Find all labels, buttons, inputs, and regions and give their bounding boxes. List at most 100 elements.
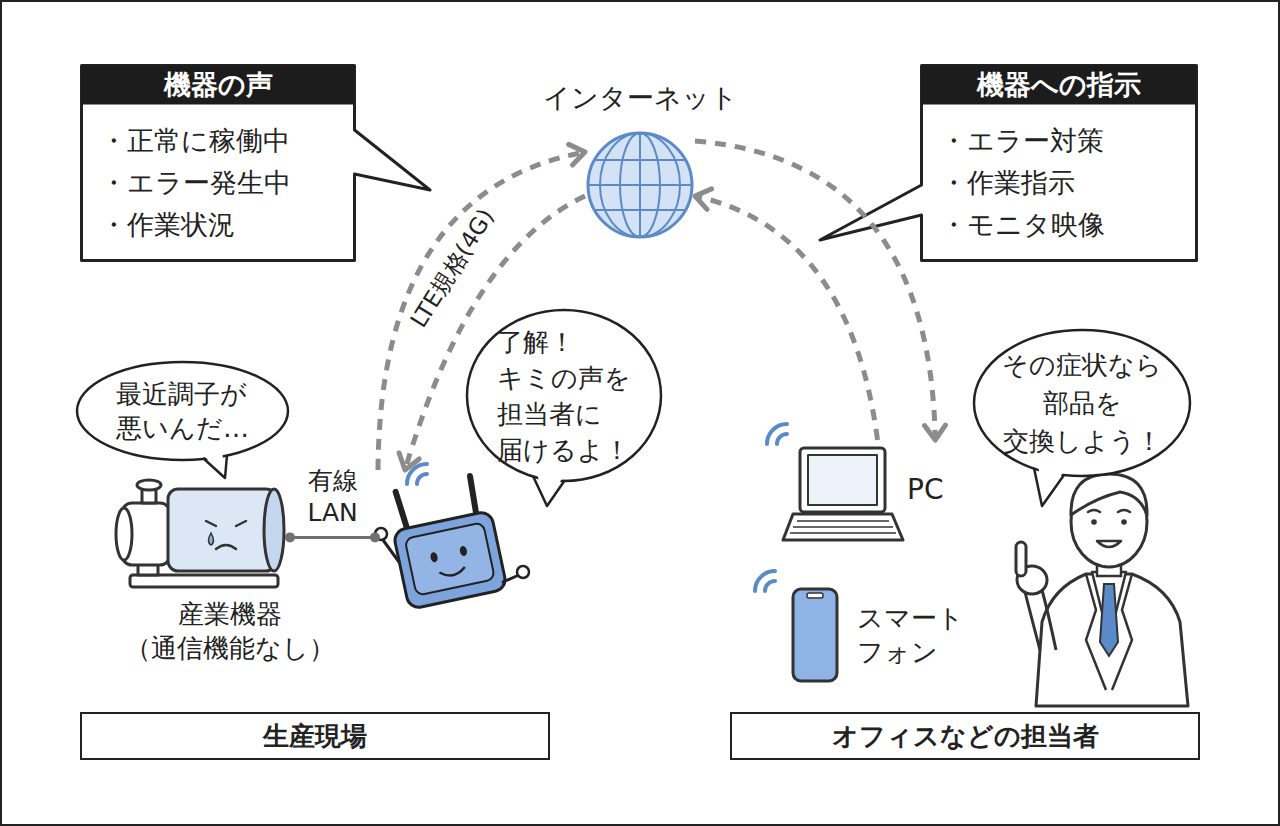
illustration-part xyxy=(755,571,775,591)
speech-text: 了解！ キミの声を 担当者に 届けるよ！ xyxy=(497,324,631,468)
globe-node: インターネット xyxy=(585,130,695,240)
illustration-part xyxy=(1091,519,1097,525)
illustration-part xyxy=(777,434,787,444)
illustration-part xyxy=(1092,572,1126,640)
bullet-item: ・正常に稼働中 xyxy=(100,120,350,162)
band-node: 生産現場 xyxy=(80,712,550,760)
bubble-text-area: 了解！ キミの声を 担当者に 届けるよ！ xyxy=(465,308,663,483)
illustration-part xyxy=(517,566,529,578)
band-label: オフィスなどの担当者 xyxy=(832,720,1099,752)
illustration-part xyxy=(790,532,896,534)
illustration-part xyxy=(375,528,387,540)
illustration-part xyxy=(116,508,132,560)
illustration-part xyxy=(206,521,246,526)
illustration-part xyxy=(790,521,896,533)
illustration-part xyxy=(77,362,288,460)
bubble-node: 了解！ キミの声を 担当者に 届けるよ！ xyxy=(465,308,663,483)
bubble-node: 最近調子が 悪いんだ… xyxy=(75,360,290,462)
illustration-part xyxy=(407,464,427,484)
globe-icon xyxy=(585,130,695,240)
machine-label-wrap: 産業機器 （通信機能なし） xyxy=(100,597,360,665)
illustration-part xyxy=(1038,462,1066,506)
edge-label: LTE規格(4G) xyxy=(404,203,499,332)
bullet-item: ・エラー発生中 xyxy=(100,162,350,204)
dashed-arc-connector xyxy=(695,189,878,440)
illustration-part xyxy=(459,545,468,556)
bubble-text-area: その症状なら 部品を 交換しよう！ xyxy=(972,328,1192,478)
arrow-head xyxy=(399,453,419,470)
wire-line xyxy=(290,536,375,539)
speech-bubble-outline xyxy=(75,360,290,462)
illustration-part xyxy=(533,476,565,506)
illustration-part xyxy=(130,575,278,587)
illustration-part xyxy=(765,581,775,591)
bubble-node: その症状なら 部品を 交換しよう！ xyxy=(972,328,1192,478)
pc-node: PC xyxy=(795,440,960,545)
band-node: オフィスなどの担当者 xyxy=(730,712,1200,760)
illustration-part xyxy=(393,510,507,609)
dashed-arc xyxy=(695,196,878,440)
router-drawing xyxy=(375,470,525,615)
bubble-text-area: 最近調子が 悪いんだ… xyxy=(75,360,290,462)
machine-node: 産業機器 （通信機能なし） xyxy=(110,475,290,595)
arrow-head xyxy=(569,144,585,165)
illustration-part xyxy=(264,489,284,571)
illustration-part xyxy=(1121,519,1127,525)
smartphone-drawing xyxy=(785,585,920,685)
illustration-part xyxy=(1097,556,1121,576)
illustration-part xyxy=(1071,474,1147,515)
device-label: スマート フォン xyxy=(857,601,964,669)
illustration-part xyxy=(783,448,903,540)
wire-connector xyxy=(285,532,380,542)
wire-label: 有線 LAN xyxy=(308,465,358,529)
illustration-part xyxy=(430,552,439,563)
illustration-part xyxy=(594,159,685,161)
illustration-part xyxy=(417,474,427,484)
callout-node: 機器への指示・エラー対策・作業指示・モニタ映像 xyxy=(920,64,1198,262)
illustration-part xyxy=(1017,566,1047,594)
illustration-part xyxy=(800,448,885,512)
router-node xyxy=(375,470,525,615)
illustration-part xyxy=(588,133,692,237)
phone-node: スマート フォン xyxy=(785,585,920,685)
dashed-arc-connector xyxy=(399,196,585,470)
illustration-part xyxy=(203,455,227,478)
dashed-arc-connector xyxy=(695,141,945,440)
illustration-part xyxy=(467,310,661,481)
speech-text: その症状なら 部品を 交換しよう！ xyxy=(1002,346,1162,460)
illustration-part xyxy=(807,593,823,598)
illustration-part xyxy=(405,522,495,595)
globe-label: インターネット xyxy=(515,78,765,118)
illustration-part xyxy=(1016,542,1026,576)
dashed-arc xyxy=(378,152,585,470)
illustration-part xyxy=(974,330,1190,476)
illustration-part xyxy=(137,480,161,490)
illustration-part xyxy=(793,589,837,681)
device-label: PC xyxy=(907,472,943,508)
illustration-part xyxy=(206,521,246,549)
illustration-part xyxy=(383,540,399,562)
illustration-part xyxy=(383,540,521,582)
bullet-item: ・モニタ映像 xyxy=(940,204,1192,246)
arrow-head xyxy=(695,189,712,209)
illustration-part xyxy=(1112,574,1132,690)
speech-text: 最近調子が 悪いんだ… xyxy=(116,377,249,445)
bullet-item: ・エラー対策 xyxy=(940,120,1192,162)
callout-heading: 機器の声 xyxy=(80,64,356,105)
illustration-part xyxy=(1097,541,1121,547)
dashed-arc xyxy=(405,196,585,470)
illustration-part xyxy=(216,545,236,549)
illustration-part xyxy=(116,480,284,587)
illustration-part xyxy=(755,571,775,591)
illustration-part xyxy=(1036,574,1188,706)
bullet-item: ・作業状況 xyxy=(100,204,350,246)
illustration-part xyxy=(808,455,877,505)
wire-label-wrap: 有線 LAN xyxy=(308,465,358,529)
illustration-part xyxy=(588,184,692,186)
illustration-part xyxy=(783,514,903,540)
callout-heading: 機器への指示 xyxy=(920,64,1198,105)
illustration-part xyxy=(767,424,787,444)
